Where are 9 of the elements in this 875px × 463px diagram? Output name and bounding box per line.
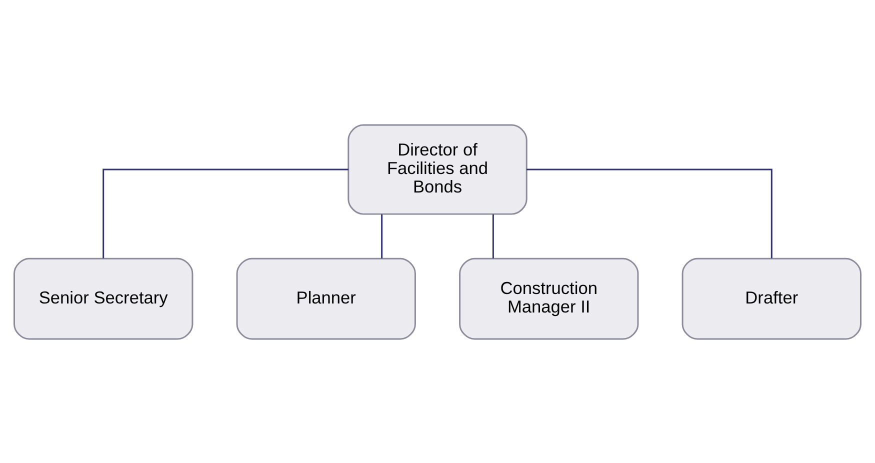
node-box: Drafter	[682, 257, 862, 340]
connector	[526, 168, 772, 258]
node-box: Director of Facilities and Bonds	[348, 124, 528, 214]
connector	[492, 214, 494, 258]
connector	[102, 168, 348, 258]
node-box: Senior Secretary	[14, 257, 194, 340]
node-box: Planner	[236, 257, 416, 340]
connector	[381, 214, 383, 258]
node-box: Construction Manager II	[459, 257, 639, 340]
